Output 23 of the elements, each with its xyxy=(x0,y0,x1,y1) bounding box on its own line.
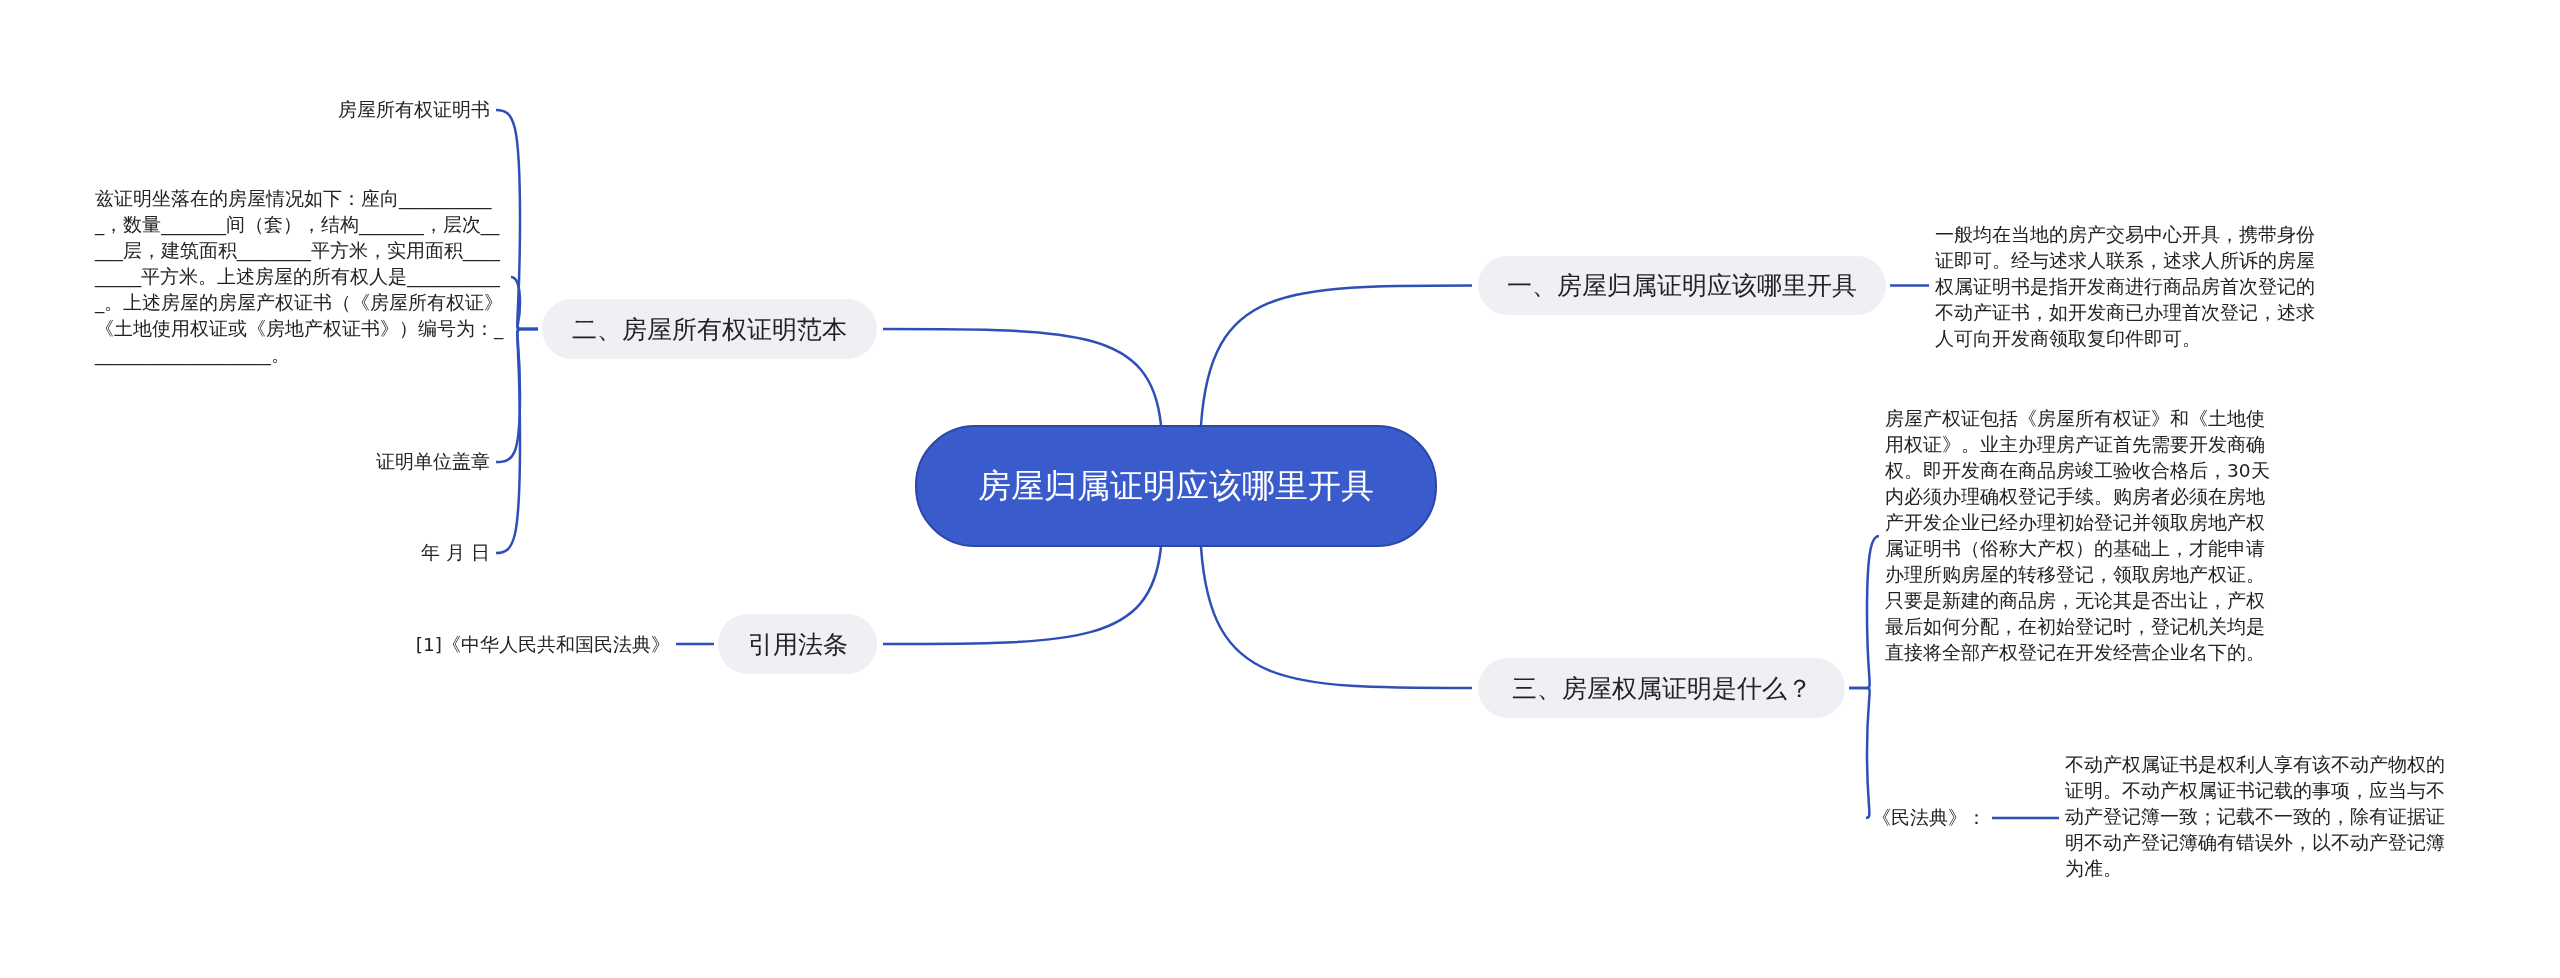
note-text: 《民法典》： xyxy=(1872,805,1988,831)
topic-box: 一、房屋归属证明应该哪里开具 xyxy=(1478,256,1886,315)
central-topic-box: 房屋归属证明应该哪里开具 xyxy=(915,425,1437,547)
note-text: 年 月 日 xyxy=(419,540,490,566)
topic-box: 二、房屋所有权证明范本 xyxy=(542,299,877,359)
topic-box: 引用法条 xyxy=(718,614,877,674)
note-text: 不动产权属证书是权利人享有该不动产物权的证明。不动产权属证书记载的事项，应当与不动产登记簿一致；记载不一致的，除有证据证明不动产登记簿确有错误外，以不动产登记簿为准。 xyxy=(2065,752,2445,882)
note-text: 兹证明坐落在的房屋情况如下：座向___________，数量_______间（套），结构_______，层次_____层，建筑面积________平方米，实用面积_________平方米。上述房屋的所有权人是___________。上述房屋的房屋产权证书（《房屋所有权证》《土地使用权证或《房地产权证书》）编号为：____________________。 xyxy=(95,186,505,368)
connector-line xyxy=(883,546,1163,646)
note-text: [1]《中华人民共和国民法典》 xyxy=(413,632,670,658)
connector-line xyxy=(1849,686,1871,820)
connector-line xyxy=(1199,284,1472,426)
connector-line xyxy=(1199,546,1472,690)
connector-line xyxy=(883,327,1163,426)
connector-line xyxy=(495,327,538,555)
connector-line xyxy=(676,642,714,646)
connector-line xyxy=(1890,284,1929,287)
note-text: 一般均在当地的房产交易中心开具，携带身份证即可。经与述求人联系，述求人所诉的房屋权属证明书是指开发商进行商品房首次登记的不动产证书，如开发商已办理首次登记，述求人可向开发商领取复印件即可。 xyxy=(1935,222,2317,352)
note-text: 房屋所有权证明书 xyxy=(336,97,490,123)
note-text: 房屋产权证包括《房屋所有权证》和《土地使用权证》。业主办理房产证首先需要开发商确权。即开发商在商品房竣工验收合格后，30天内必须办理确权登记手续。购房者必须在房地产开发企业已经办理初始登记并领取房地产权属证明书（俗称大产权）的基础上，才能申请办理所购房屋的转移登记，领取房地产权证。只要是新建的商品房，无论其是否出让，产权最后如何分配，在初始登记时，登记机关均是直接将全部产权登记在开发经营企业名下的。 xyxy=(1885,406,2272,666)
connector-line xyxy=(1992,816,2059,820)
note-text: 证明单位盖章 xyxy=(374,449,490,475)
topic-box: 三、房屋权属证明是什么？ xyxy=(1478,658,1845,718)
